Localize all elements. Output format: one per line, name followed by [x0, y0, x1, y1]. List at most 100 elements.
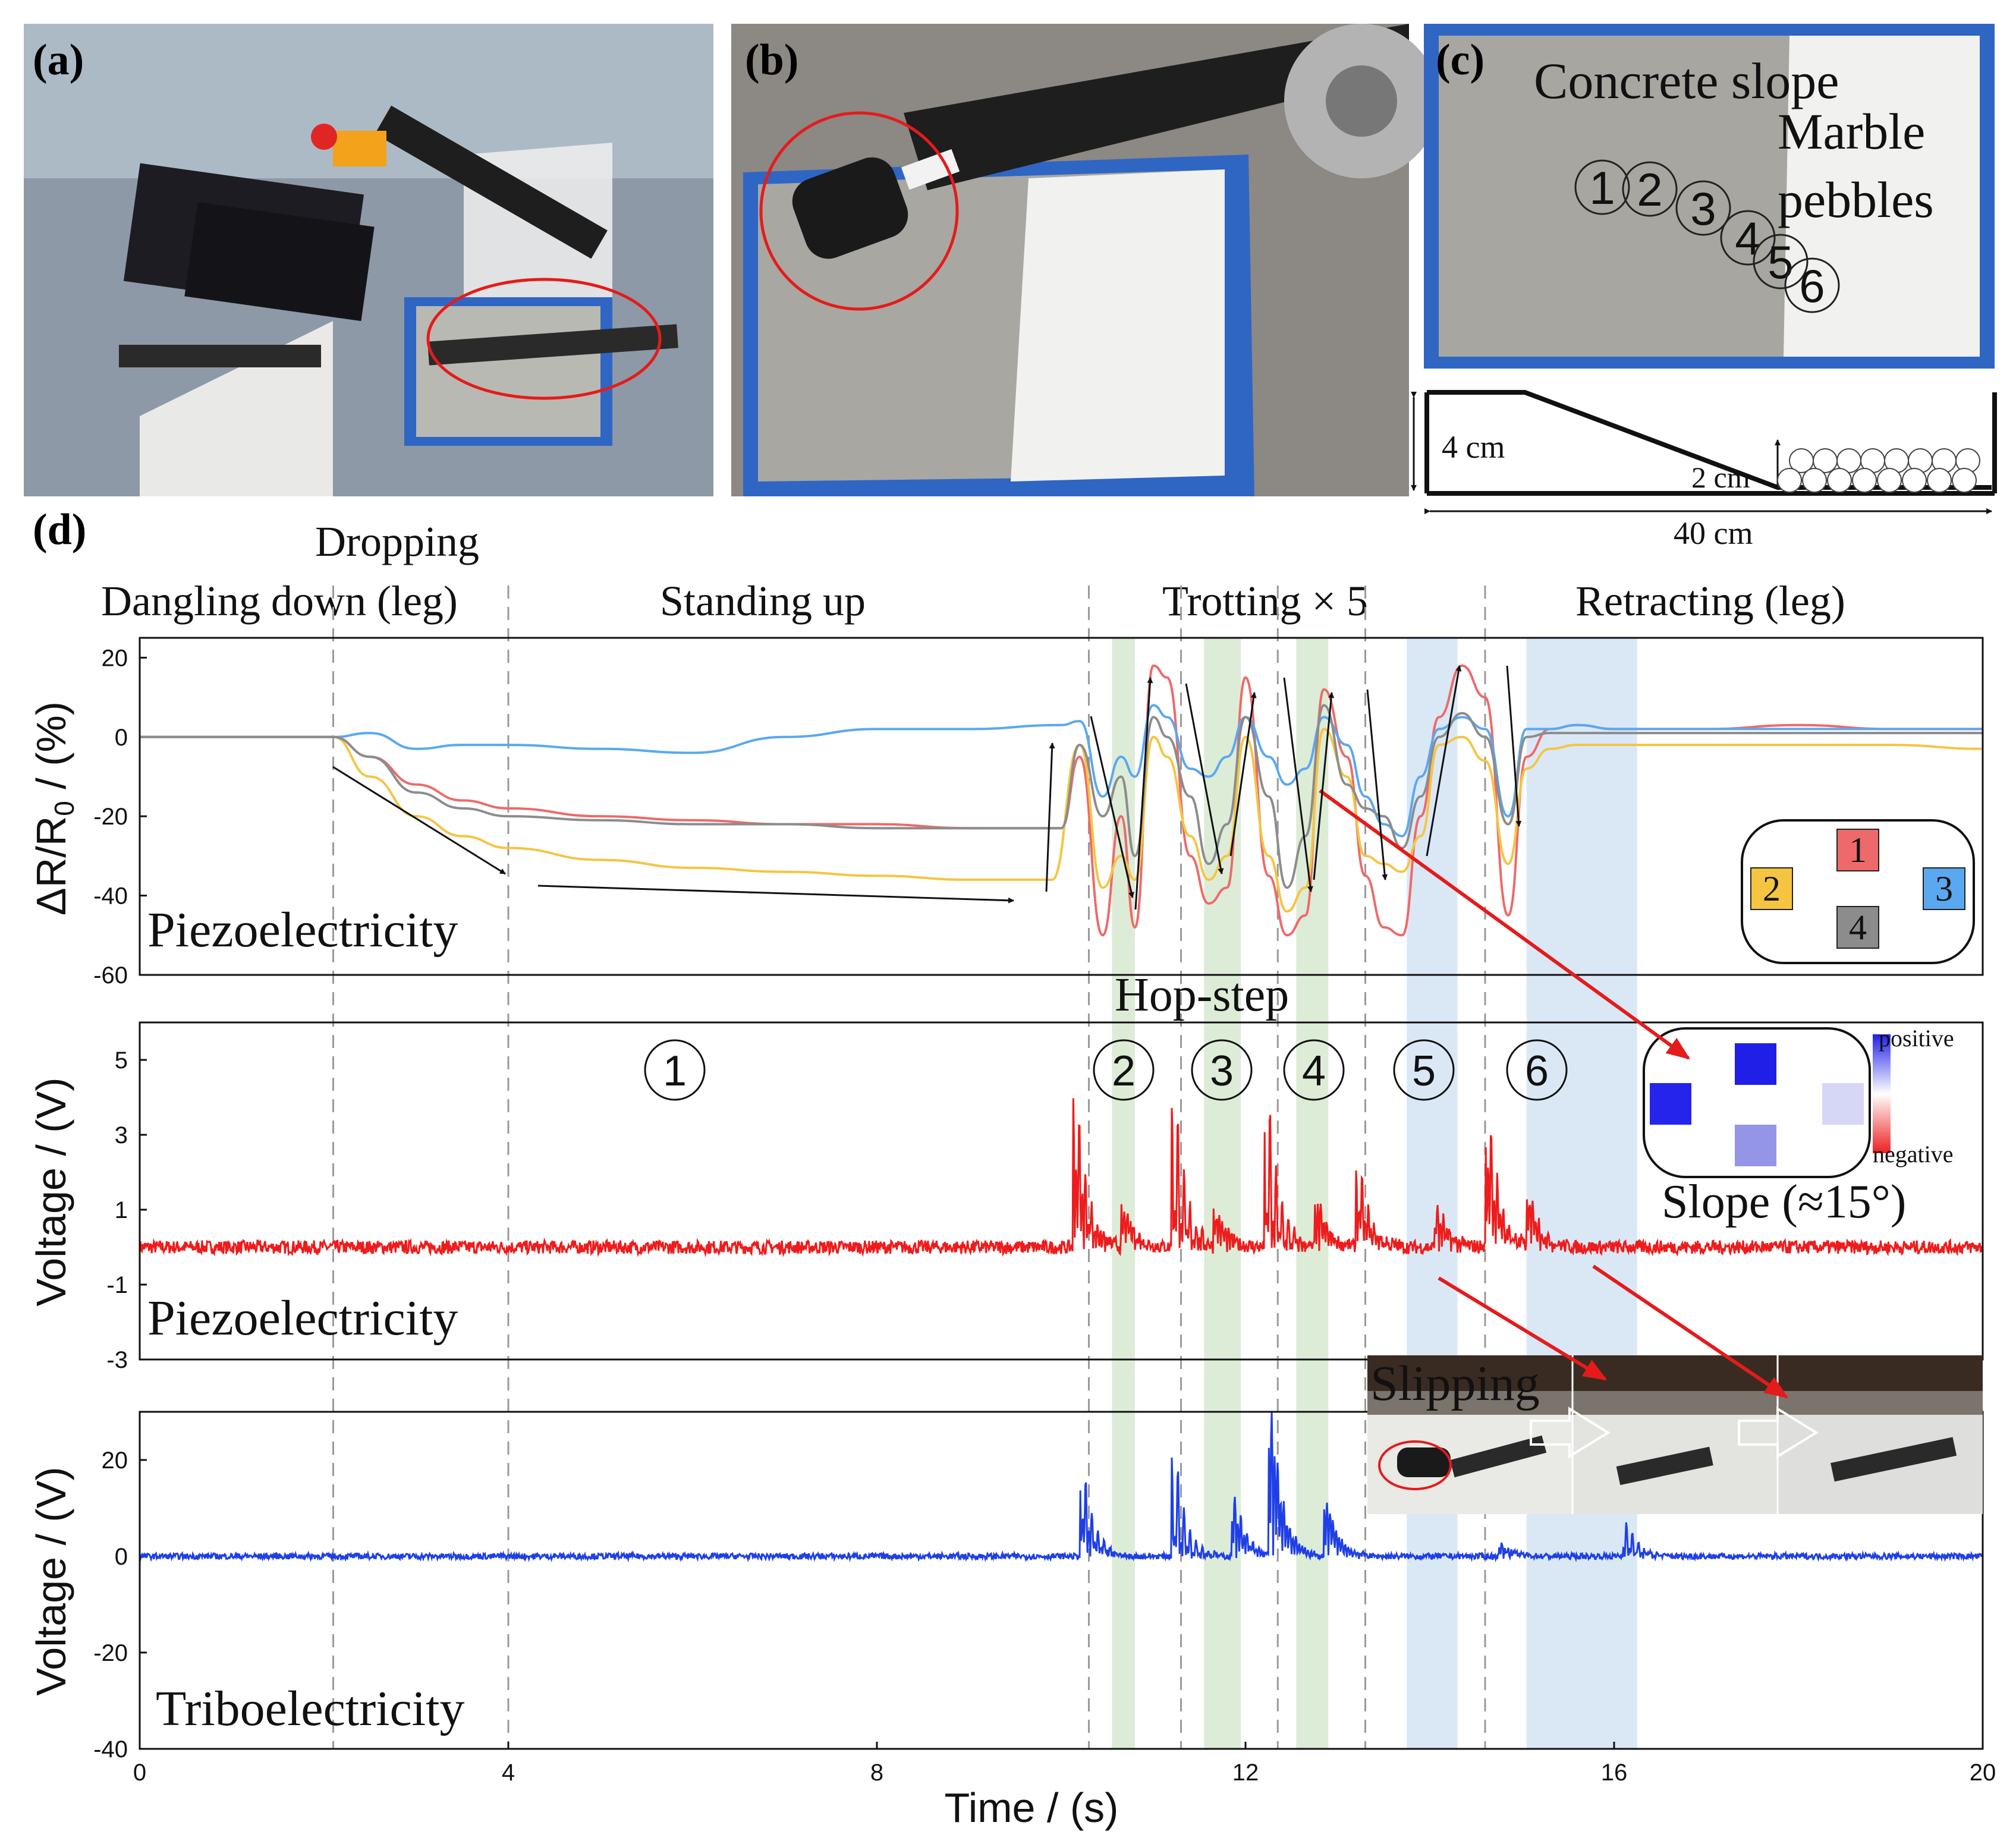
slope-position-circle-3 [1675, 180, 1731, 236]
ytick-label: -60 [93, 962, 128, 989]
pebble [1877, 468, 1902, 493]
ytick-label: -40 [93, 883, 128, 910]
xtick-label: 12 [1232, 1760, 1259, 1786]
dim-step-label: 2 cm [1691, 461, 1750, 494]
segment-marker-circle-4 [1283, 1039, 1345, 1101]
segment-marker-circle-1 [644, 1039, 706, 1101]
map-cell-4 [1735, 1125, 1776, 1166]
map-cell-3 [1822, 1083, 1864, 1125]
pebble [1777, 468, 1802, 493]
segment-marker-circle-5 [1393, 1039, 1455, 1101]
marble-label-2: pebbles [1778, 171, 1934, 228]
segment-marker-circle-6 [1506, 1039, 1568, 1101]
ytick-label: 5 [115, 1047, 128, 1074]
phase-dangling: Dangling down (leg) [101, 577, 458, 625]
slope-position-5: 5 [1767, 236, 1793, 288]
plot-label-resistance: Piezoelectricity [147, 902, 458, 958]
slope-position-4: 4 [1735, 212, 1760, 265]
slipping-label: Slipping [1370, 1356, 1540, 1411]
series-line-sensor-1 [140, 664, 1983, 937]
tribo-voltage-trace [139, 1411, 1984, 1563]
pebble [1902, 468, 1927, 493]
slope-position-circle-1 [1574, 159, 1630, 215]
ytick-label: 20 [102, 645, 128, 671]
pebble [1802, 468, 1827, 493]
trend-arrows [332, 665, 1522, 910]
pebble [1827, 468, 1852, 493]
photo-panel-a: (a) [24, 24, 713, 496]
sensor-label-2: 2 [1763, 869, 1781, 908]
colorbar-negative-label: negative [1873, 1141, 1954, 1167]
ytick-label: -40 [93, 1736, 128, 1763]
ytick-label: -20 [93, 1640, 128, 1666]
segment-marker-circle-2 [1093, 1039, 1155, 1101]
segment-marker-circle-3 [1191, 1039, 1253, 1101]
ylabel-tribo: Voltage / (V) [28, 1466, 74, 1695]
xtick-label: 8 [870, 1760, 883, 1786]
slope-schematic: 4 cm 2 cm 40 cm [1411, 390, 1997, 551]
xtick-label: 4 [502, 1760, 515, 1786]
colorbar-positive-label: positive [1879, 1025, 1954, 1052]
phase-standing: Standing up [660, 577, 866, 625]
xtick-label: 0 [133, 1760, 146, 1786]
photo-panel-b: (b) [731, 24, 1439, 496]
sensor-swatch-1 [1836, 829, 1879, 871]
sensor-swatch-3 [1923, 867, 1965, 910]
ytick-label: -20 [93, 804, 128, 830]
map-cell-1 [1735, 1043, 1776, 1085]
series-line-sensor-4 [140, 704, 1983, 889]
slope-position-circle-5 [1753, 234, 1809, 289]
marble-label-1: Marble [1778, 103, 1925, 160]
pebble [1952, 468, 1977, 493]
segment-marker-3: 3 [1210, 1047, 1234, 1095]
dim-length-label: 40 cm [1674, 515, 1753, 551]
segment-marker-1: 1 [663, 1047, 687, 1095]
pebble [1927, 468, 1952, 493]
xtick-label: 16 [1601, 1760, 1628, 1786]
slipping-inset: Slipping [1367, 1355, 1983, 1514]
ytick-label: 3 [115, 1122, 128, 1148]
segment-marker-6: 6 [1525, 1047, 1549, 1095]
map-cell-2 [1650, 1083, 1691, 1125]
ylabel-piezo: Voltage / (V) [28, 1077, 74, 1306]
panel-letter-b: (b) [745, 36, 798, 84]
phase-retracting: Retracting (leg) [1575, 577, 1845, 625]
phase-trotting: Trotting × 5 [1162, 577, 1368, 625]
plot-piezo-voltage: 531-1-3 [106, 1047, 1983, 1373]
panel-letter-c: (c) [1436, 36, 1485, 84]
ytick-label: 0 [115, 1544, 128, 1570]
slope-position-circle-2 [1622, 161, 1678, 217]
arrow-to-slip-frame-2 [1438, 1276, 1608, 1381]
slope-position-6: 6 [1799, 260, 1825, 312]
panel-letter-a: (a) [33, 36, 84, 84]
slope-position-3: 3 [1690, 182, 1716, 235]
xlabel-time: Time / (s) [945, 1785, 1119, 1831]
plot-frame-piezo [139, 1021, 1984, 1361]
ylabel-resistance: ΔR/R0 / (%) [28, 701, 80, 915]
slope-position-2: 2 [1637, 163, 1662, 216]
pebble [1852, 468, 1877, 493]
sensor-swatch-4 [1836, 906, 1879, 949]
series-line-sensor-2 [140, 728, 1983, 913]
sensor-label-1: 1 [1849, 830, 1867, 870]
highlight-ellipse-b [759, 111, 959, 311]
plot-label-tribo: Triboelectricity [156, 1681, 464, 1736]
slope-position-1: 1 [1589, 162, 1615, 214]
plot-label-piezo: Piezoelectricity [147, 1291, 458, 1346]
green-band-1 [1112, 638, 1135, 1749]
plot-frame-tribo [139, 1411, 1984, 1750]
blue-band-2 [1526, 638, 1637, 1749]
plot-frame-resistance [139, 637, 1984, 976]
segment-marker-2: 2 [1112, 1047, 1136, 1095]
panel-letter-d: (d) [33, 505, 86, 554]
ytick-label: -1 [106, 1272, 128, 1298]
piezo-voltage-trace [139, 1098, 1983, 1258]
phase-dropping: Dropping [315, 518, 479, 565]
series-line-sensor-3 [140, 704, 1983, 838]
